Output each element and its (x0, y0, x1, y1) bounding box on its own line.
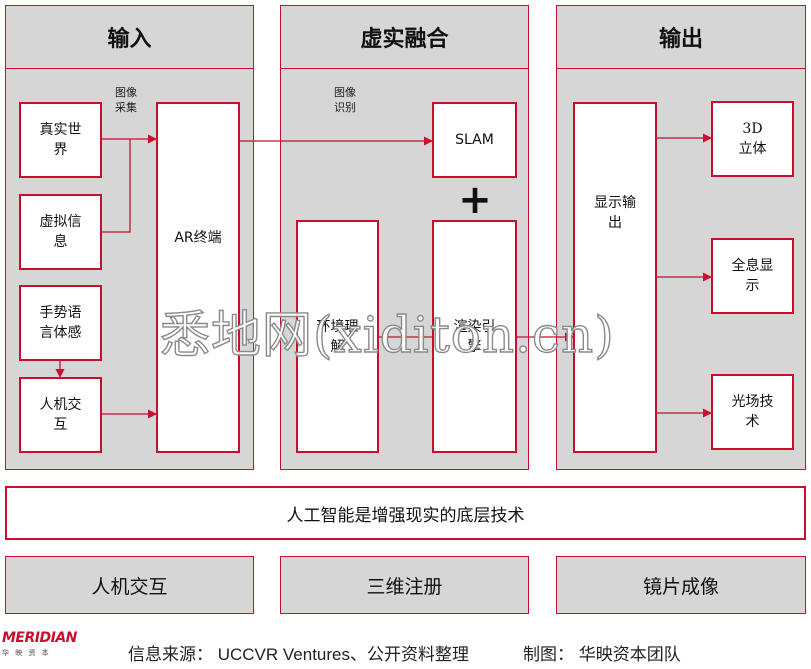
meridian-logo-text: MERIDIAN (2, 630, 77, 646)
real-world-box: 真实世界 (19, 102, 102, 178)
ar-terminal-box: AR终端 (156, 102, 240, 453)
hci-band-text: 人机交互 (91, 575, 168, 598)
hci-box: 人机交互 (19, 377, 102, 453)
render-engine-text: 渲染引擎 (453, 318, 496, 355)
light-field-box: 光场技术 (711, 374, 794, 450)
lens-band: 镜片成像 (556, 556, 806, 614)
lens-band-text: 镜片成像 (642, 575, 719, 598)
image-recognition-label: 图像 识别 (334, 86, 356, 114)
credit-text: 制图： 华映资本团队 (523, 645, 681, 664)
virtual-info-text: 虚拟信息 (39, 214, 82, 250)
holographic-text: 全息显示 (731, 258, 774, 294)
input-panel-title: 输入 (6, 6, 253, 69)
source-text: 信息来源： UCCVR Ventures、公开资料整理 (128, 645, 469, 664)
display-output-box: 显示输出 (573, 102, 657, 453)
hci-text: 人机交互 (39, 397, 82, 433)
ar-terminal-text: AR终端 (174, 229, 222, 246)
ai-foundation-text: 人工智能是增强现实的底层技术 (286, 505, 525, 526)
registration-band: 三维注册 (280, 556, 529, 614)
output-panel-title: 输出 (557, 6, 805, 69)
gesture-box: 手势语言体感 (19, 285, 102, 361)
ai-foundation-band: 人工智能是增强现实的底层技术 (5, 486, 806, 540)
plus-sign: + (458, 177, 492, 223)
gesture-text: 手势语言体感 (39, 305, 82, 341)
hci-band: 人机交互 (5, 556, 254, 614)
display-output-text: 显示输出 (594, 194, 636, 231)
fusion-panel-title: 虚实融合 (281, 6, 528, 69)
watermark: 悉地网(xiditon.cn) (159, 305, 615, 364)
meridian-logo: MERIDIAN 华 映 资 本 (2, 630, 80, 664)
render-engine-box: 渲染引擎 (432, 220, 517, 453)
slam-box: SLAM (432, 102, 517, 178)
stereo-3d-box: 3D 立体 (711, 101, 794, 177)
env-understanding-text: 环境理解 (316, 318, 359, 355)
registration-band-text: 三维注册 (366, 575, 443, 598)
image-capture-label: 图像 采集 (115, 86, 137, 114)
meridian-logo-subtext: 华 映 资 本 (2, 649, 51, 657)
holographic-box: 全息显示 (711, 238, 794, 314)
virtual-info-box: 虚拟信息 (19, 194, 102, 270)
slam-text: SLAM (455, 132, 494, 148)
env-understanding-box: 环境理解 (296, 220, 379, 453)
stereo-3d-text: 3D 立体 (738, 121, 767, 157)
light-field-text: 光场技术 (731, 394, 774, 430)
line-virtual-to-capture (101, 139, 131, 233)
real-world-text: 真实世界 (39, 122, 82, 158)
